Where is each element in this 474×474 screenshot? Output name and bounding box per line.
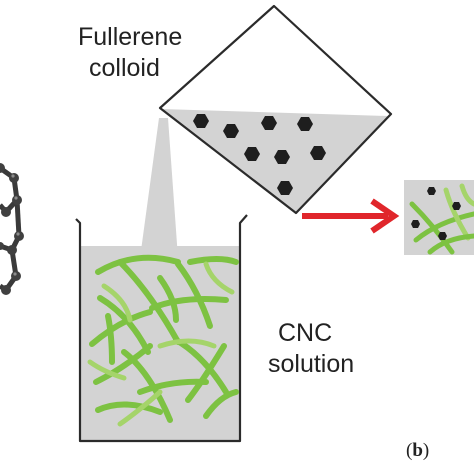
fullerene-colloid-liquid xyxy=(161,109,388,213)
panel-label-open: ( xyxy=(406,440,413,461)
pouring-stream xyxy=(140,118,178,258)
cellulose-nanocrystal-fibers xyxy=(87,254,239,427)
cnc-solution-label: CNC solution xyxy=(268,318,354,380)
fullerene-particles xyxy=(193,114,326,195)
product-composite-icon xyxy=(404,180,474,255)
panel-label-close: ) xyxy=(422,440,430,461)
fullerene-molecule-icon xyxy=(0,163,24,295)
panel-label: (b) xyxy=(406,440,429,462)
red-arrow-icon xyxy=(302,198,400,234)
fullerene-label-line1: Fullerene xyxy=(78,23,183,51)
cnc-label-line2: solution xyxy=(268,350,355,378)
panel-label-letter: b xyxy=(412,440,423,461)
pouring-container-icon xyxy=(158,4,393,215)
cnc-label-line1: CNC xyxy=(278,319,333,347)
fullerene-colloid-label: Fullerene colloid xyxy=(78,22,182,84)
fullerene-label-line2: colloid xyxy=(89,54,160,82)
beaker-icon xyxy=(75,214,248,443)
